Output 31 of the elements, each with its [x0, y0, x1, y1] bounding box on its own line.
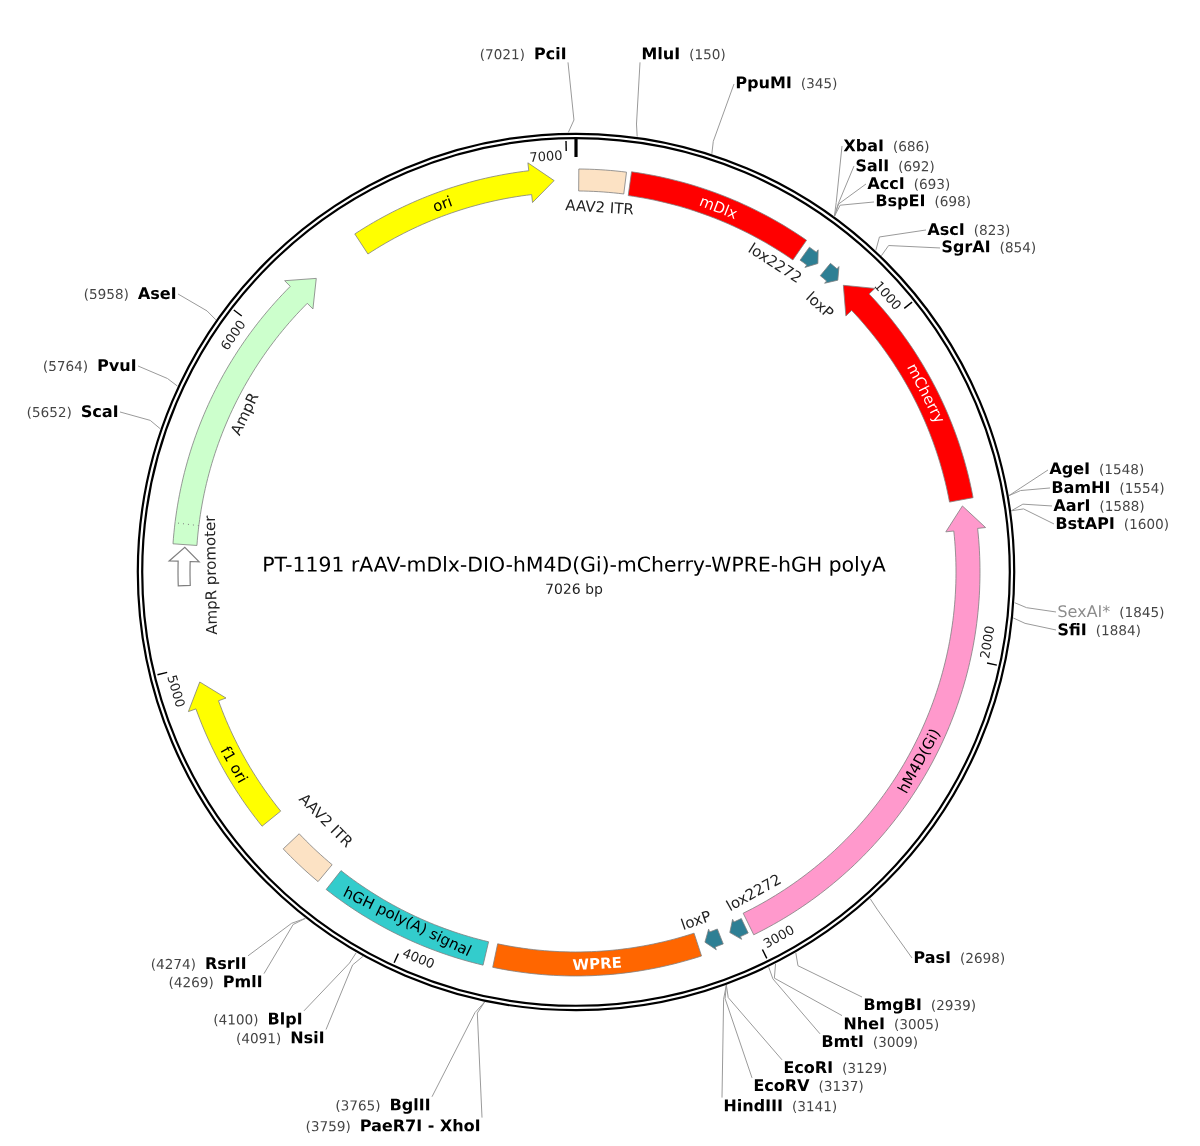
leader-line	[1012, 617, 1057, 631]
leader-line	[833, 201, 875, 217]
leader-line	[325, 955, 364, 1031]
leader-line	[303, 952, 357, 1012]
leader-line	[247, 917, 306, 957]
leader-line	[724, 984, 753, 1079]
leader-line	[1008, 487, 1051, 497]
leader-line	[263, 917, 306, 975]
leader-line	[636, 61, 641, 138]
leader-line	[1014, 602, 1057, 613]
leader-line	[476, 1001, 486, 1119]
leader-line	[1008, 469, 1049, 497]
leader-line	[880, 245, 941, 257]
leader-line	[725, 984, 783, 1061]
leader-line	[567, 61, 575, 133]
leader-line	[431, 1001, 486, 1098]
leader-line	[137, 365, 179, 387]
leader-line	[721, 984, 727, 1099]
leader-line	[875, 229, 927, 251]
leader-line	[869, 898, 913, 959]
leader-line	[119, 411, 161, 430]
leader-line	[768, 966, 821, 1035]
leader-line	[1010, 508, 1055, 525]
leader-line	[833, 165, 855, 217]
leader-line	[773, 963, 843, 1017]
leader-line	[833, 183, 867, 217]
leader-line	[1010, 503, 1053, 512]
leader-line	[833, 145, 843, 217]
leader-line	[795, 952, 863, 998]
leader-line	[711, 83, 735, 155]
leader-line	[177, 293, 217, 321]
